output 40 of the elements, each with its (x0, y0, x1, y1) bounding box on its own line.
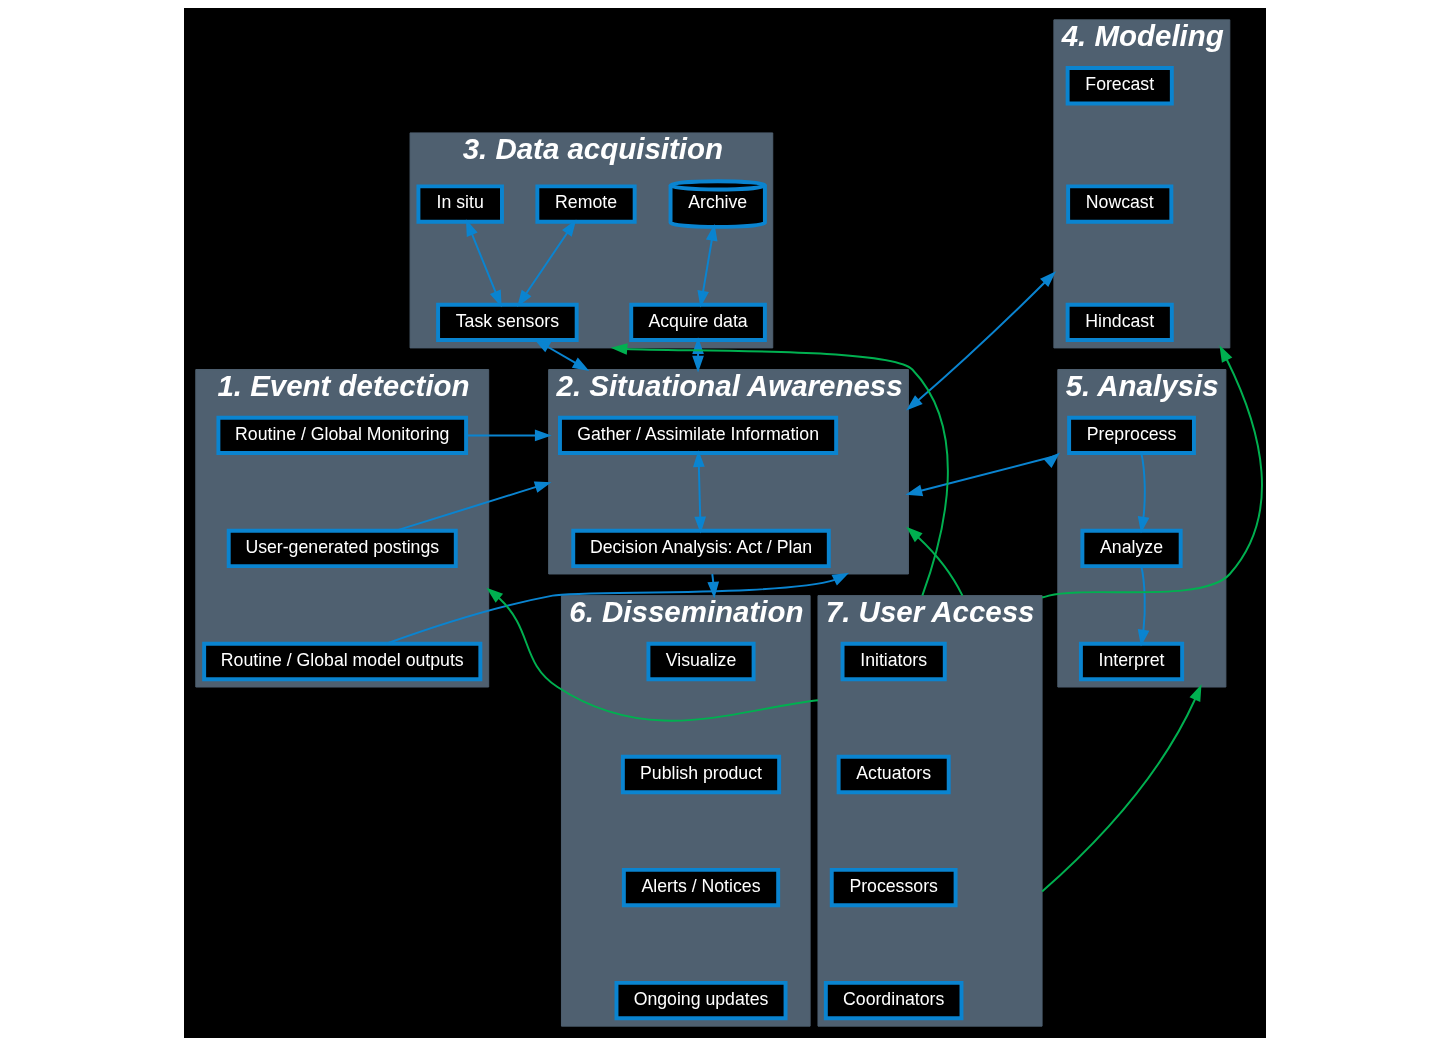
node-box: Routine / Global Monitoring (216, 415, 469, 456)
node-box: Acquire data (629, 302, 767, 343)
arrow (905, 452, 1061, 497)
node-box: Interpret (1078, 641, 1185, 682)
arrow (486, 587, 819, 722)
arrow (395, 481, 552, 532)
arrow (465, 429, 552, 442)
node-box: Remote (535, 184, 637, 224)
node-box: User-generated postings (226, 528, 458, 569)
node-box: Gather / Assimilate Information (558, 415, 839, 456)
node-box: Task sensors (436, 302, 579, 343)
node-box: Preprocess (1067, 415, 1196, 456)
node-box: In situ (416, 184, 504, 224)
arrow (385, 572, 850, 645)
arrow (517, 219, 577, 307)
arrow (906, 526, 964, 597)
node-box: Actuators (836, 754, 951, 795)
node-box: Routine / Global model outputs (202, 641, 483, 682)
arrow (465, 219, 502, 308)
arrow (707, 573, 720, 599)
arrow (697, 223, 718, 308)
arrow (610, 343, 949, 597)
arrow (906, 271, 1056, 411)
node-box: Alerts / Notices (621, 867, 781, 908)
arrow (693, 450, 707, 534)
arrow (1041, 684, 1202, 893)
node-box: Processors (829, 867, 958, 908)
arrow (1041, 345, 1263, 599)
node-box: Publish product (620, 754, 782, 795)
node-box: Hindcast (1065, 302, 1174, 343)
node-box: Analyze (1080, 528, 1183, 569)
node-box: Visualize (646, 641, 756, 682)
node-box: Decision Analysis: Act / Plan (571, 528, 831, 569)
arrow (1137, 452, 1150, 534)
node-box: Initiators (840, 641, 947, 682)
node-box: Nowcast (1066, 184, 1174, 224)
node-box: Coordinators (823, 980, 964, 1021)
arrow (1137, 565, 1150, 647)
node-box: Forecast (1065, 66, 1174, 106)
node-box: Ongoing updates (614, 980, 788, 1021)
